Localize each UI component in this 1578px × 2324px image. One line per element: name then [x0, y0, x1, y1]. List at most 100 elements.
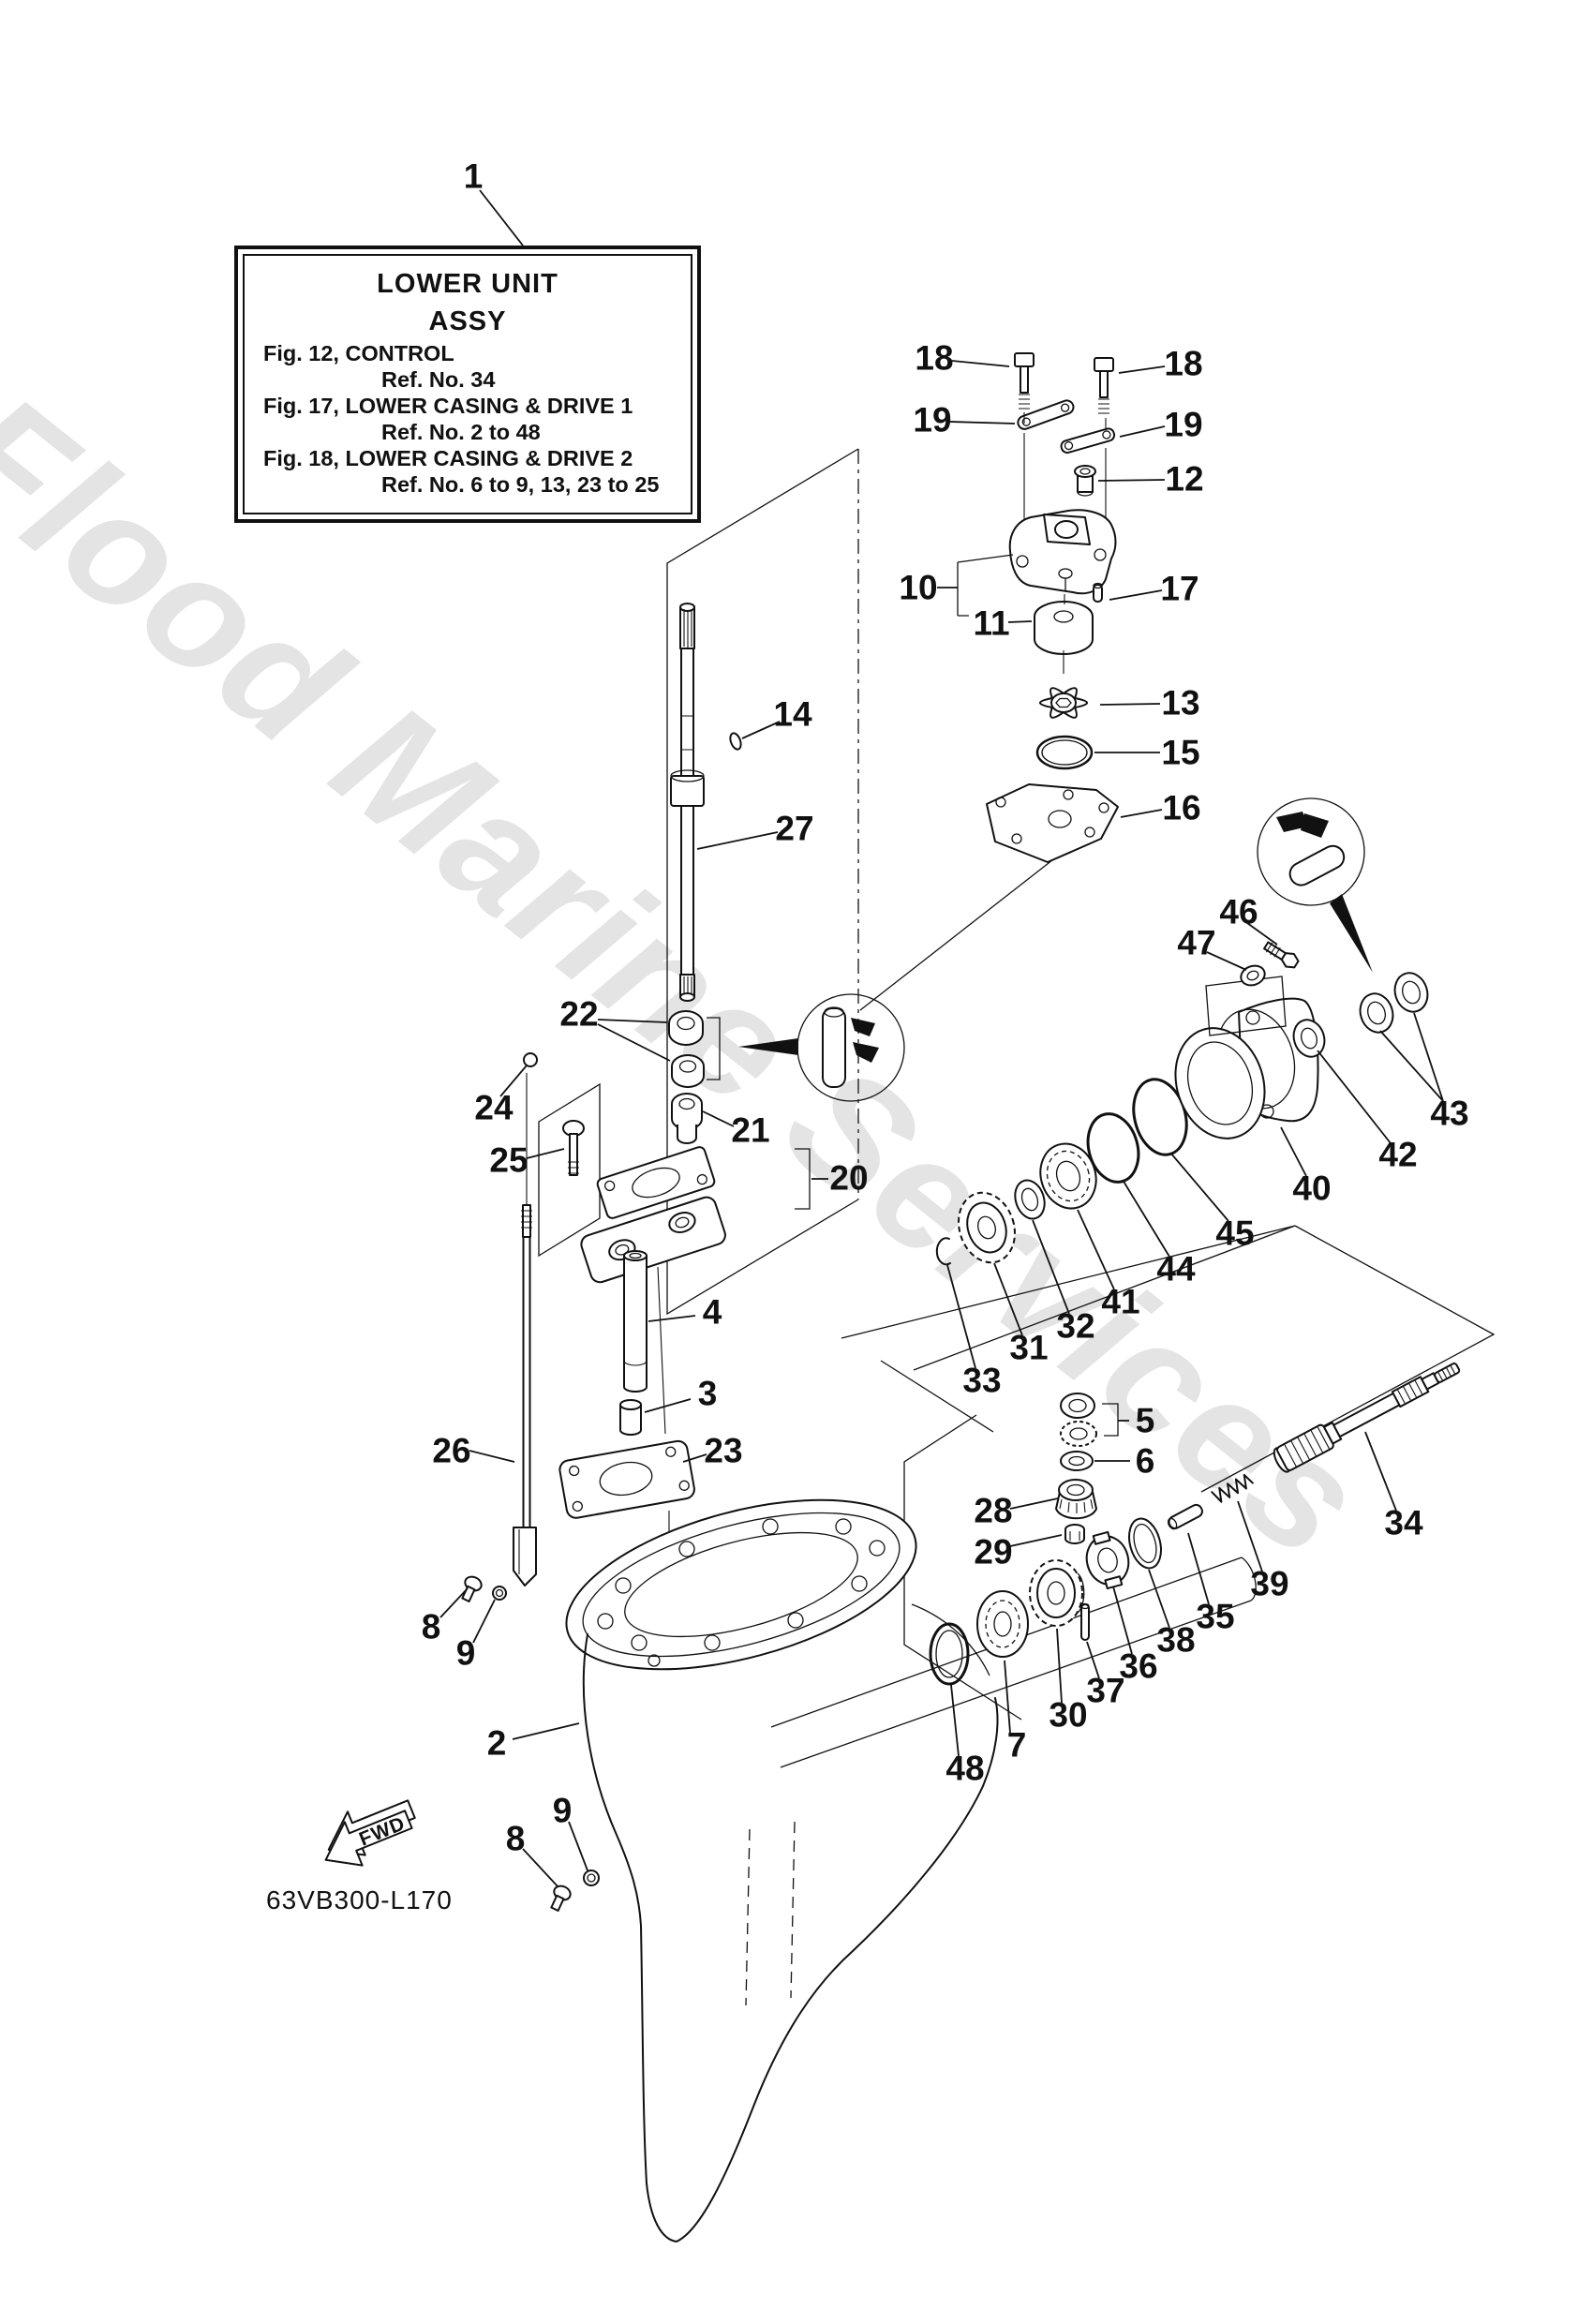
- leader-line-8: [522, 1848, 559, 1888]
- callout-40: 40: [1292, 1169, 1331, 1208]
- info-box-title: LOWER UNIT: [377, 269, 558, 299]
- circlip-33: [935, 1237, 951, 1266]
- callout-19: 19: [913, 401, 951, 439]
- water-pump-housing-10: [1008, 509, 1117, 595]
- bolt-46: [1263, 941, 1300, 969]
- leader-line-30: [1056, 1628, 1063, 1704]
- bushing-12: [1074, 465, 1096, 497]
- leader-line-23: [682, 1453, 707, 1463]
- callout-14: 14: [773, 695, 812, 734]
- leader-line-3: [644, 1398, 692, 1413]
- leader-line-12: [1097, 479, 1166, 482]
- leader-line-22: [597, 1019, 668, 1023]
- pin-14: [729, 732, 742, 751]
- bushing-42: [1292, 1019, 1326, 1058]
- washer-47: [1240, 964, 1266, 987]
- leader-line-28: [1009, 1497, 1059, 1510]
- callout-10: 10: [899, 569, 937, 607]
- retaining-ring-38: [1128, 1517, 1162, 1570]
- gear-28: [1055, 1479, 1097, 1520]
- callout-18: 18: [1164, 345, 1202, 383]
- bearing-22-lower: [671, 1054, 705, 1088]
- leader-line-19: [1119, 425, 1166, 438]
- sleeve-4: [623, 1250, 648, 1393]
- leader-line-36: [1112, 1586, 1133, 1655]
- leader-line-43: [1379, 1030, 1444, 1102]
- callout-37: 37: [1086, 1672, 1124, 1710]
- plate-washer-19-right: [1060, 427, 1116, 454]
- callout-27: 27: [775, 810, 813, 848]
- bearing-41: [1039, 1142, 1097, 1210]
- leader-line-13: [1099, 703, 1161, 706]
- callout-13: 13: [1161, 684, 1199, 723]
- forward-gear-30: [1029, 1559, 1085, 1627]
- leader-line-9: [472, 1599, 496, 1644]
- leader-line-14: [741, 721, 781, 739]
- callout-25: 25: [489, 1141, 528, 1180]
- callout-33: 33: [962, 1362, 1001, 1400]
- spring-39: [1211, 1473, 1254, 1503]
- leader-line-29: [1009, 1534, 1063, 1547]
- callout-45: 45: [1215, 1214, 1254, 1253]
- bearing-7: [976, 1590, 1029, 1658]
- callout-16: 16: [1162, 789, 1200, 827]
- leader-line-18: [951, 360, 1010, 367]
- damper-11: [1034, 601, 1094, 655]
- info-box-inner: LOWER UNIT ASSY Fig. 12, CONTROL Ref. No…: [243, 254, 692, 514]
- callout-5: 5: [1136, 1402, 1155, 1440]
- bracket-22: [707, 1017, 721, 1080]
- callout-22: 22: [559, 995, 598, 1034]
- gasket-15: [1035, 735, 1094, 770]
- leader-line-31: [993, 1262, 1023, 1336]
- fig-17-line: Fig. 17, LOWER CASING & DRIVE 1: [263, 394, 633, 418]
- leader-lines: [439, 189, 1444, 1888]
- drive-shaft-27: [670, 603, 705, 1002]
- callout-7: 7: [1007, 1726, 1027, 1765]
- callout-8: 8: [506, 1820, 526, 1858]
- leader-line-4: [648, 1315, 696, 1322]
- fig-18-ref: Ref. No. 6 to 9, 13, 23 to 25: [381, 472, 660, 497]
- callout-48: 48: [945, 1750, 984, 1788]
- bracket-5: [1102, 1403, 1119, 1437]
- propeller-shaft-34: [1273, 1363, 1461, 1473]
- bolt-18-left: [1014, 352, 1035, 410]
- lower-casing-2: [565, 1498, 1257, 2242]
- pin-17: [1093, 582, 1103, 603]
- leader-line-37: [1086, 1641, 1100, 1679]
- leader-line-34: [1364, 1431, 1397, 1512]
- callout-4: 4: [703, 1293, 722, 1332]
- fig-17-ref: Ref. No. 2 to 48: [381, 420, 541, 444]
- fwd-arrow: FWD: [324, 1799, 416, 1867]
- leader-line-2: [512, 1722, 580, 1740]
- leader-line-9: [568, 1821, 588, 1871]
- bolt-axis-lines: [1023, 412, 1107, 542]
- callout-23: 23: [704, 1432, 742, 1470]
- callout-2: 2: [487, 1724, 507, 1763]
- leader-line-26: [469, 1450, 515, 1463]
- leader-line-8: [439, 1587, 469, 1618]
- fig-18-line: Fig. 18, LOWER CASING & DRIVE 2: [263, 446, 633, 470]
- leader-line-24: [499, 1065, 528, 1097]
- callout-24: 24: [474, 1089, 514, 1127]
- callout-17: 17: [1160, 570, 1198, 608]
- construction-panel-driveshaft: [666, 448, 859, 1316]
- detail-circle-clip: [1257, 797, 1373, 973]
- leader-line-21: [702, 1110, 735, 1127]
- washer-32: [1014, 1179, 1046, 1220]
- bushing-3: [619, 1399, 642, 1436]
- leader-line-19: [949, 421, 1016, 425]
- info-box-subtitle: ASSY: [428, 306, 507, 336]
- bolt-18-right: [1094, 357, 1114, 414]
- plate-washer-19-left: [1017, 399, 1075, 430]
- bushing-21: [671, 1093, 703, 1144]
- callout-19: 19: [1164, 406, 1202, 444]
- leader-line-17: [1109, 589, 1163, 601]
- drawing-code: 63VB300-L170: [266, 1885, 453, 1914]
- leader-line-46: [1246, 922, 1278, 946]
- callout-18: 18: [915, 339, 953, 378]
- callout-15: 15: [1161, 734, 1199, 772]
- oil-seals-43: [1359, 972, 1429, 1034]
- callout-30: 30: [1049, 1696, 1087, 1735]
